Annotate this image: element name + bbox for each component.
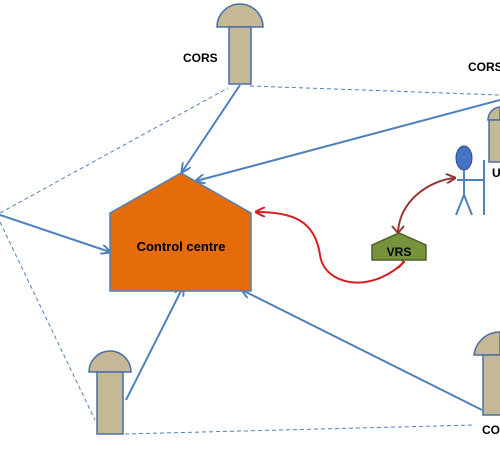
user-figure: U	[455, 145, 500, 216]
cors-station-right-top: CORS	[468, 60, 500, 163]
dashed-network-outline	[0, 85, 500, 435]
dashed-link	[124, 424, 476, 435]
cors-station-body	[228, 26, 252, 85]
cors-station-bottom-right: CO	[473, 331, 500, 437]
cors-station-body	[96, 371, 124, 435]
cors-station-top: CORS	[183, 3, 264, 85]
cors-label: CORS	[183, 51, 218, 65]
user-figure-icon	[455, 145, 473, 171]
vrs-label: VRS	[387, 245, 412, 259]
user-label: U	[492, 166, 500, 180]
data-links	[0, 84, 500, 411]
arrow-vrs-user-exchange	[397, 178, 455, 233]
cors-station-icon	[487, 106, 500, 121]
dashed-link	[0, 221, 96, 421]
cors-station-body	[488, 119, 500, 163]
cors-station-body	[482, 354, 500, 416]
dashed-link	[249, 85, 500, 96]
cors-label: CORS	[468, 60, 500, 74]
arrow-right-cors-to-centre	[196, 99, 500, 181]
control-centre-label: Control centre	[137, 239, 226, 254]
cors-station-icon	[216, 3, 264, 28]
arrow-bottom-left-cors-to-centre	[125, 287, 183, 401]
cors-station-icon	[473, 331, 500, 356]
control-centre-shape	[109, 172, 252, 292]
arrow-top-cors-to-centre	[182, 84, 241, 172]
vrs-node: VRS	[371, 232, 427, 261]
cors-label: CO	[482, 423, 500, 437]
arrow-icon	[391, 225, 405, 235]
arrow-left-cors-to-centre	[0, 214, 110, 252]
dashed-link	[0, 87, 229, 214]
control-centre: Control centre	[109, 172, 252, 292]
cors-station-bottom-left	[88, 350, 132, 435]
cors-station-icon	[88, 350, 132, 373]
arrow-centre-vrs-exchange	[256, 212, 405, 284]
arrow-bottom-right-cors-to-centre	[242, 290, 483, 411]
vrs-shape	[371, 232, 427, 261]
